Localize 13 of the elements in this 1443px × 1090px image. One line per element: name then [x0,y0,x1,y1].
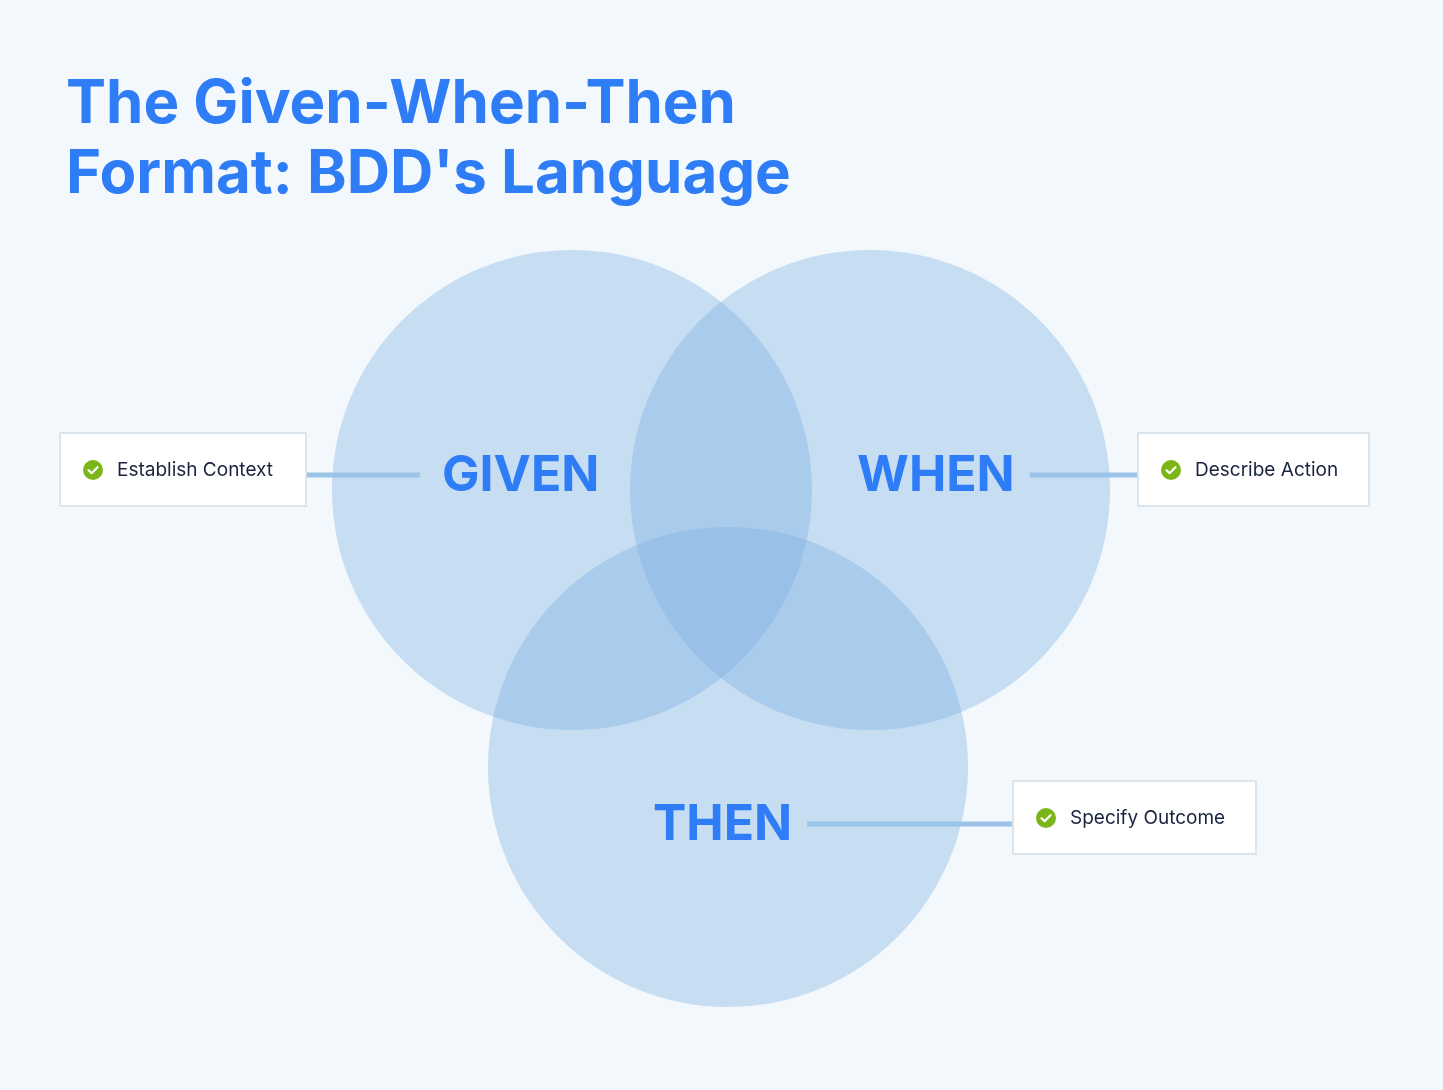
title: The Given-When-Then Format: BDD's Language [66,66,792,206]
callout-box [59,432,307,507]
connector-line [307,472,420,478]
callout-box [1137,432,1370,507]
callout-text: Specify Outcome [1070,806,1226,829]
connector-line [1029,472,1137,478]
callout-text: Describe Action [1195,458,1339,481]
callout-text: Establish Context [117,458,273,481]
callout-box [1012,780,1257,855]
circle-label: GIVEN [442,445,600,501]
circle-label: THEN [653,794,793,850]
connector-line [807,821,1012,827]
circle-label: WHEN [857,445,1015,501]
